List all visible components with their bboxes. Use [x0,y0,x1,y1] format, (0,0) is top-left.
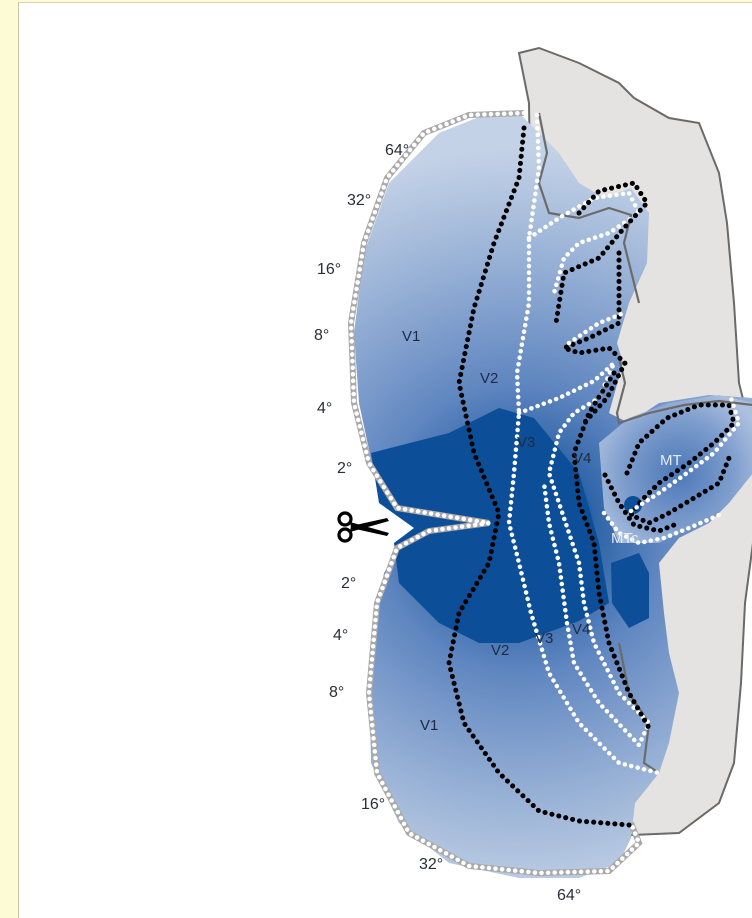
eccentricity-label-upper: 4° [317,400,332,417]
eccentricity-label-lower: 8° [329,684,344,701]
eccentricity-label-lower: 2° [341,575,356,592]
sulcus-line [537,112,641,304]
eccentricity-label-lower: 64° [557,887,581,904]
area-label-v1-upper: V1 [402,328,420,345]
eccentricity-label-upper: 32° [347,192,371,209]
v3-v4-border-upper [526,190,642,296]
mt-white-border [628,395,742,514]
eccentricity-label-lower: 32° [419,856,443,873]
area-label-v4-lower: V4 [572,621,590,638]
eccentricity-label-upper: 8° [314,327,329,344]
mtc-black-border [602,472,682,534]
area-label-v2-lower: V2 [491,642,509,659]
eccentricity-label-upper: 16° [317,261,341,278]
eccentricity-label-lower: 4° [333,627,348,644]
v1-v2-border [446,125,632,828]
scissors-icon [337,511,389,543]
figure-frame: 64° 32° 16° 8° 4° 2° 2° 4° 8° 16° 32° 64… [18,2,752,918]
area-label-mt: MT [660,452,682,469]
area-label-mtc: MTc [611,530,639,547]
v3-v4-border [516,361,652,749]
sulcus-line [615,357,752,425]
v2-v3-border [506,112,662,776]
area-label-v3-lower: V3 [535,630,553,647]
v1-border [348,110,642,876]
mt-border [624,402,737,526]
mtc-blob [611,553,649,628]
eccentricity-label-upper: 64° [385,142,409,159]
visual-cortex-flatmap: 64° 32° 16° 8° 4° 2° 2° 4° 8° 16° 32° 64… [314,46,752,904]
v3a-border [553,180,651,326]
area-label-v1-lower: V1 [420,717,438,734]
eccentricity-label-lower: 16° [361,796,385,813]
dorsal-v4-border [556,250,629,426]
area-label-v4-upper: V4 [573,450,591,467]
dorsal-white-border [566,310,627,346]
eccentricity-label-upper: 2° [337,460,352,477]
mtc-border [601,510,722,546]
area-label-v2-upper: V2 [480,370,498,387]
area-label-v3-upper: V3 [517,434,535,451]
v4-border [571,370,652,731]
